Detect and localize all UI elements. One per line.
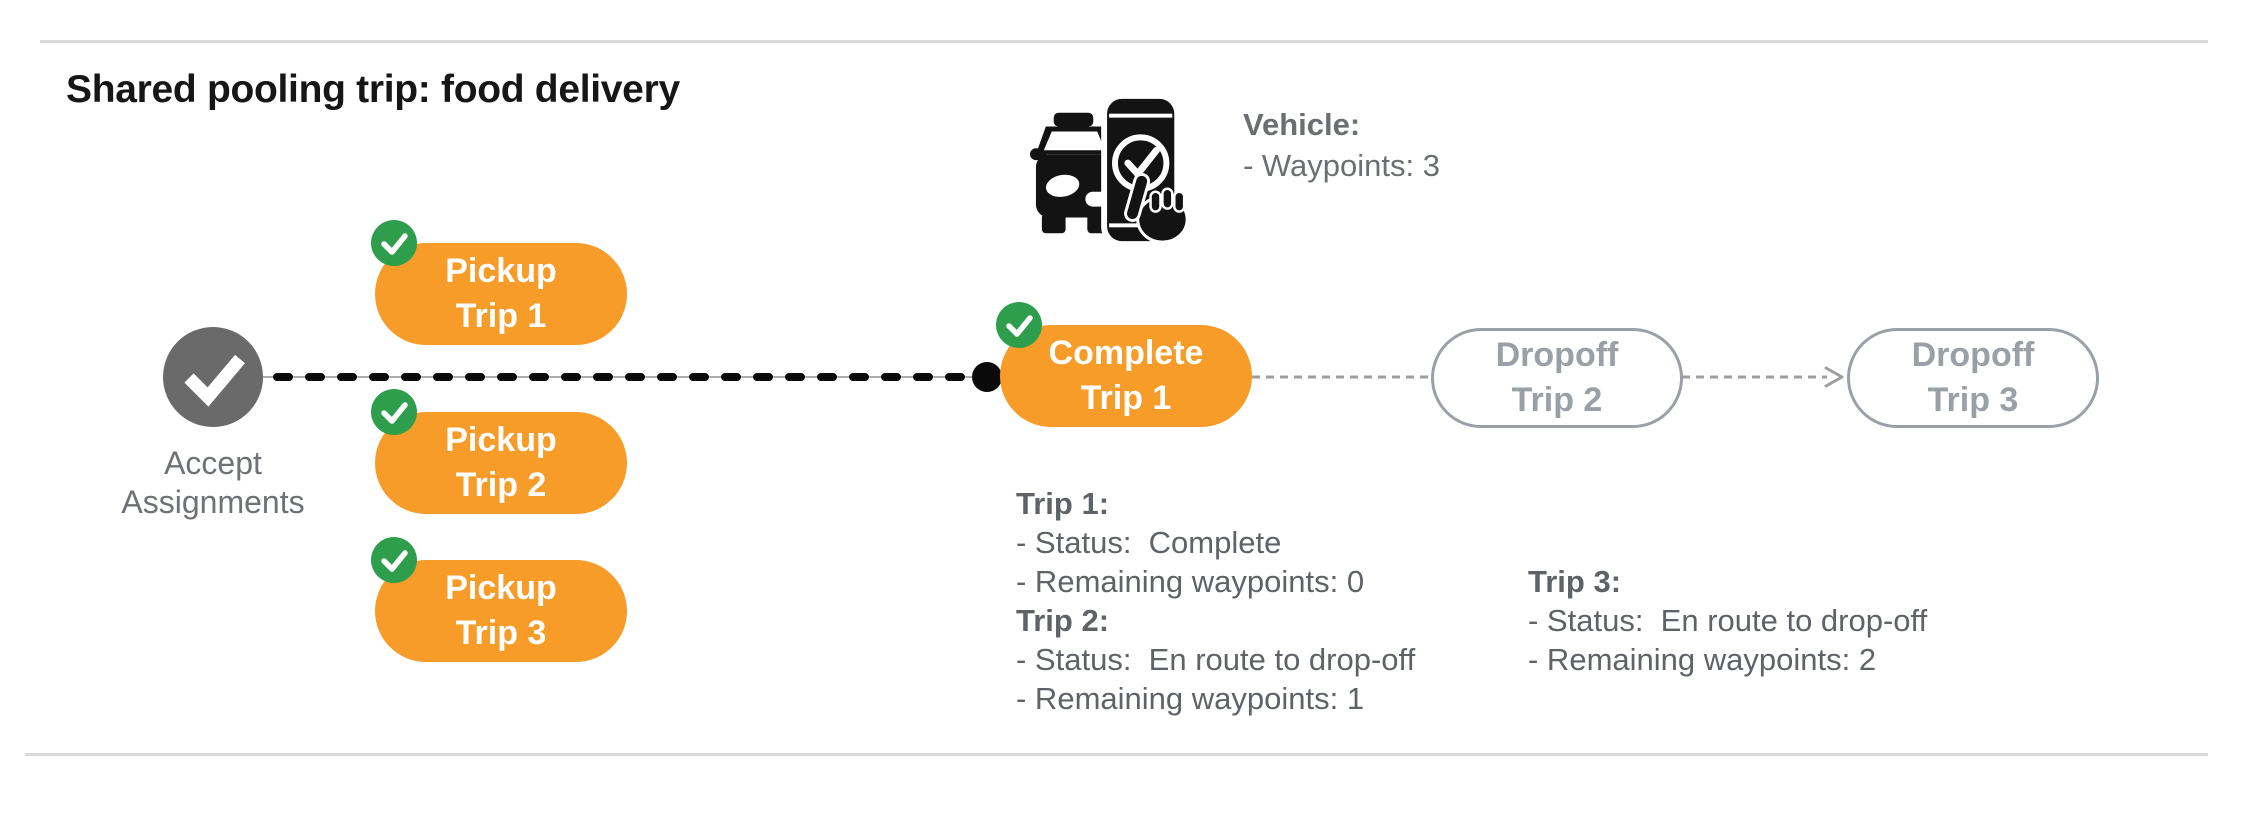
check-badge-icon [371,389,417,435]
top-divider [40,40,2208,43]
page-title: Shared pooling trip: food delivery [66,68,680,111]
pickup-trip-2-node: Pickup Trip 2 [371,389,627,514]
check-circle-icon [163,327,263,427]
trip-3-status-block: Trip 3: - Status: En route to drop-off -… [1528,564,1928,677]
car-phone-check-icon [1030,92,1189,248]
check-badge-icon [371,220,417,266]
accept-assignments-label: Accept Assignments [121,445,305,520]
dropoff-trip-2-node: Dropoff Trip 2 [1431,328,1683,428]
route-connector-2 [1682,366,1844,388]
trip-1-2-status-block: Trip 1: - Status: Complete - Remaining w… [1016,486,1416,716]
check-badge-icon [371,537,417,583]
bottom-divider [25,753,2208,756]
dashed-connector [263,362,1002,392]
vehicle-waypoints: - Waypoints: 3 [1243,148,1440,183]
dropoff-trip-3-node: Dropoff Trip 3 [1847,328,2099,428]
complete-trip-1-node: Complete Trip 1 [996,302,1252,427]
current-position-dot [972,362,1002,392]
pickup-trip-1-node: Pickup Trip 1 [371,220,627,345]
route-connector-1 [1252,375,1430,379]
vehicle-label: Vehicle: [1243,107,1361,142]
arrow-right-icon [1824,366,1844,388]
pickup-trip-3-node: Pickup Trip 3 [371,537,627,662]
vehicle-info: Vehicle: - Waypoints: 3 [1243,104,1440,186]
check-badge-icon [996,302,1042,348]
